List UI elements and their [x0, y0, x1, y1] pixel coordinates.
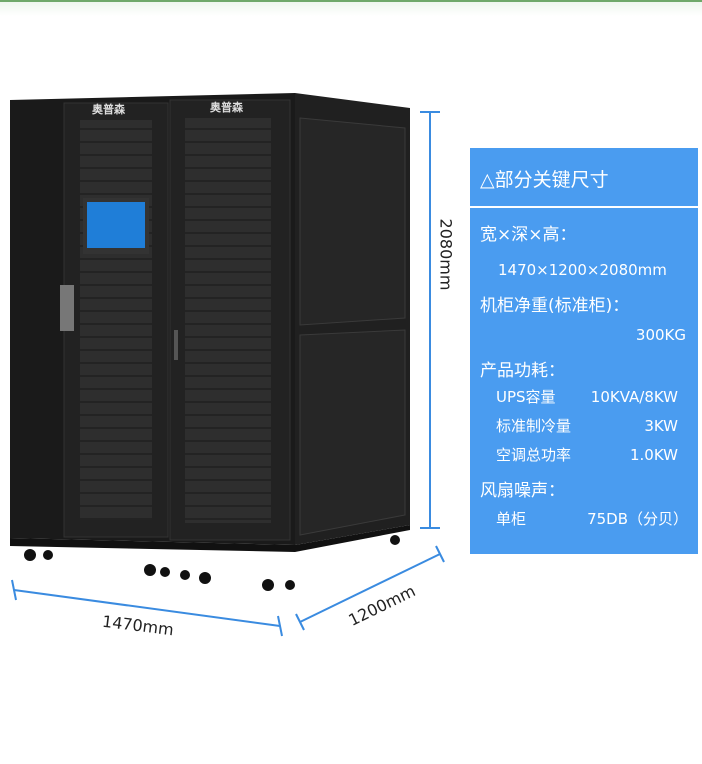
cabinet-base — [10, 525, 410, 552]
logo-left: 奥普森 — [92, 103, 125, 116]
weight-label: 机柜净重(标准柜)： — [480, 296, 630, 316]
weight-value: 300KG — [635, 326, 686, 344]
row-value: 10KVA/8KW — [590, 388, 678, 406]
right-handle — [174, 330, 178, 360]
height-label: 2080mm — [436, 218, 456, 291]
screen-display — [87, 202, 145, 248]
side-panel-upper — [299, 117, 406, 326]
noise-row: 单柜 75DB（分贝） — [470, 505, 698, 534]
left-door-glass — [80, 120, 152, 520]
top-border — [0, 0, 702, 2]
dimension-lines — [11, 111, 445, 637]
power-label: 产品功耗： — [480, 361, 565, 381]
side-panel-lower — [299, 329, 406, 536]
power-row: UPS容量 10KVA/8KW — [470, 383, 698, 412]
size-label: 宽×深×高： — [480, 225, 577, 245]
row-name: 空调总功率 — [496, 446, 572, 464]
wheels — [24, 535, 400, 591]
door-lock — [60, 285, 74, 331]
row-name: UPS容量 — [496, 388, 556, 406]
power-row: 空调总功率 1.0KW — [470, 441, 698, 470]
row-value: 1.0KW — [630, 446, 678, 464]
row-name: 单柜 — [496, 510, 527, 528]
row-name: 标准制冷量 — [496, 417, 572, 435]
power-row: 标准制冷量 3KW — [470, 412, 698, 441]
top-fade — [0, 2, 702, 16]
spec-title: △部分关键尺寸 — [470, 148, 698, 208]
noise-label: 风扇噪声： — [480, 481, 565, 501]
logo-right: 奥普森 — [210, 101, 243, 114]
right-door-glass — [185, 118, 271, 523]
row-value: 3KW — [644, 417, 678, 435]
size-value: 1470×1200×2080mm — [498, 261, 667, 279]
spec-panel: △部分关键尺寸 宽×深×高： 1470×1200×2080mm 机柜净重(标准柜… — [470, 148, 698, 554]
row-value: 75DB（分贝） — [587, 510, 688, 528]
